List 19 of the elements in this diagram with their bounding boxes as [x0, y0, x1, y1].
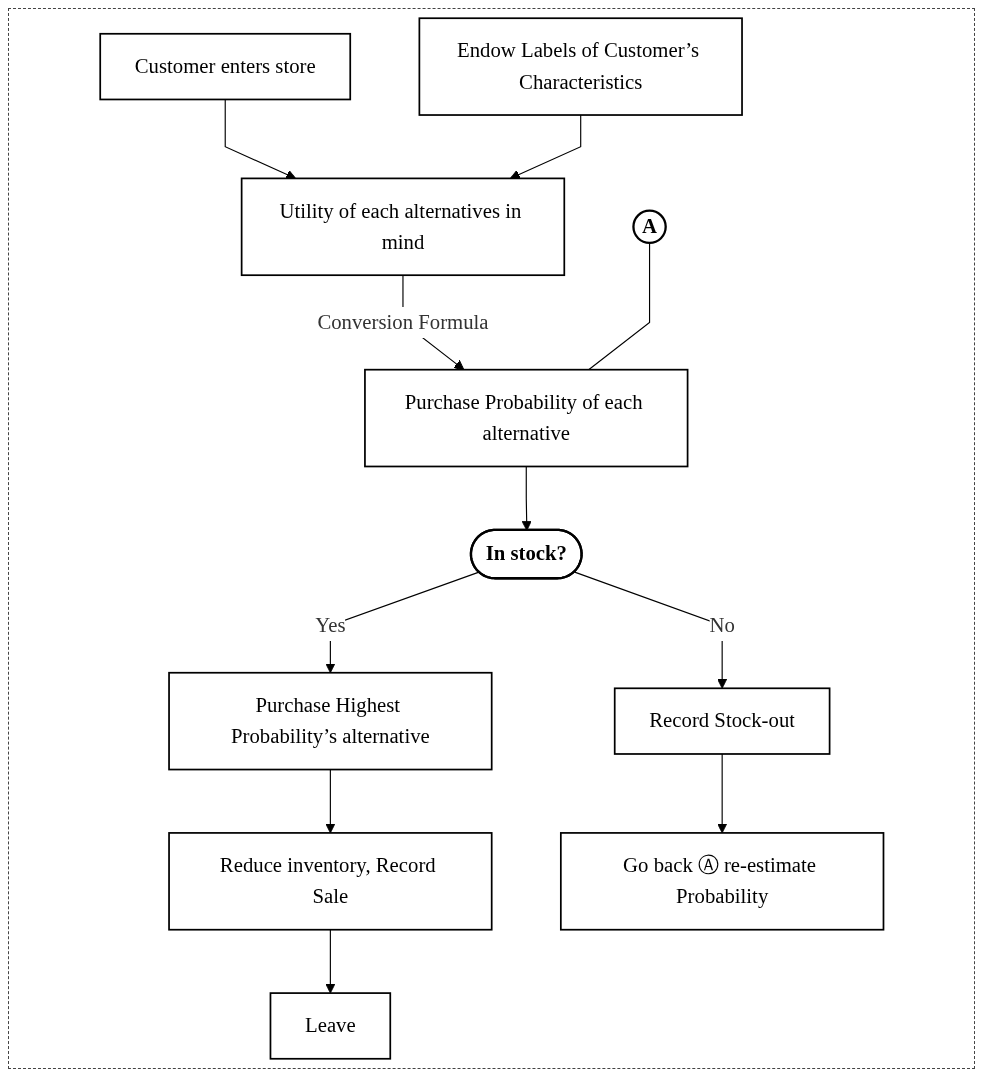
node-box: Reduce inventory, Record Sale	[167, 832, 493, 931]
node-box: Purchase Probability of each alternative	[363, 368, 689, 468]
node-box: Endow Labels of Customer’s Characteristics	[418, 17, 743, 116]
arrow	[324, 929, 336, 994]
node-box: Leave	[269, 992, 391, 1060]
arrow	[716, 753, 727, 834]
arrow	[224, 98, 296, 180]
node-box: Customer enters store	[99, 32, 351, 101]
node-circle: A	[631, 209, 667, 245]
edge-label: Yes	[314, 613, 346, 637]
node-box: Utility of each alternatives in mind	[240, 177, 565, 277]
arrow	[509, 114, 581, 180]
node-box: Record Stock-out	[613, 687, 831, 755]
edge-label: No	[709, 613, 735, 637]
connector	[587, 242, 650, 371]
node-box: Go back Ⓐ re-estimate Probability	[559, 832, 884, 931]
node-box: Purchase Highest Probability’s alternative	[167, 671, 493, 771]
arrow	[324, 768, 336, 834]
edge-label: Conversion Formula	[317, 310, 489, 334]
